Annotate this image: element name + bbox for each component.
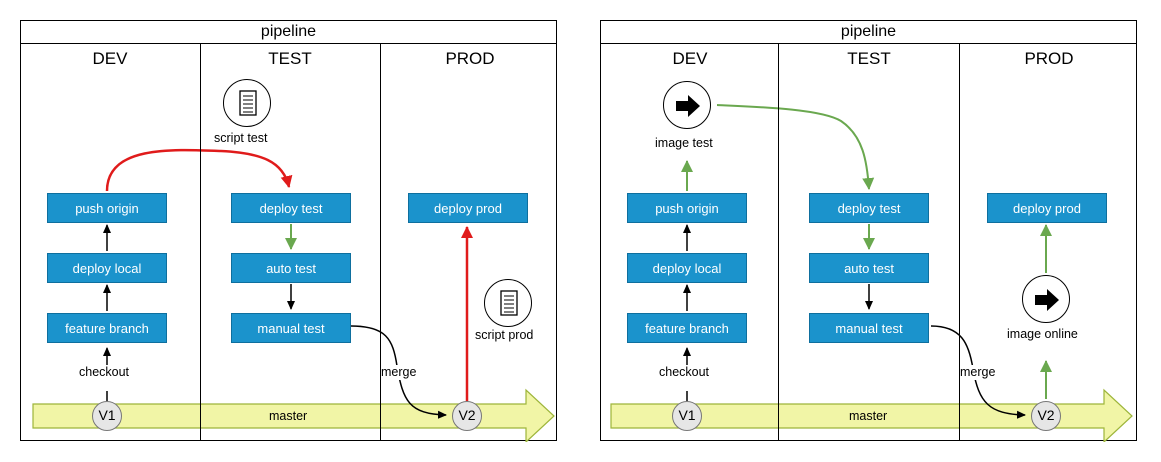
deploy-test-box: deploy test (231, 193, 351, 223)
pipeline-diagram-left: pipeline DEV TEST PROD script test scrip… (20, 20, 557, 442)
merge-label: merge (960, 365, 996, 380)
version-v1: V1 (92, 401, 122, 431)
lane-label-test: TEST (268, 49, 312, 68)
auto-test-box: auto test (231, 253, 351, 283)
image-test-label: image test (655, 136, 713, 150)
pipeline-diagram-right: pipeline DEV TEST PROD image test image … (600, 20, 1137, 442)
deploy-test-box: deploy test (809, 193, 929, 223)
arrow-right-icon (663, 81, 711, 129)
script-prod-label: script prod (475, 328, 534, 342)
lane-divider (380, 43, 381, 440)
script-document-icon (484, 279, 532, 327)
version-v2: V2 (452, 401, 482, 431)
lane-divider (959, 43, 960, 440)
master-label: master (849, 409, 888, 423)
lane-label-dev: DEV (92, 49, 128, 68)
script-document-icon (223, 79, 271, 127)
lane-label-test: TEST (847, 49, 891, 68)
lane-label-prod: PROD (1024, 49, 1074, 68)
deploy-local-box: deploy local (47, 253, 167, 283)
deploy-prod-box: deploy prod (987, 193, 1107, 223)
manual-test-box: manual test (809, 313, 929, 343)
push-origin-box: push origin (47, 193, 167, 223)
checkout-label: checkout (659, 365, 710, 380)
push-origin-box: push origin (627, 193, 747, 223)
script-test-label: script test (214, 131, 268, 145)
auto-test-box: auto test (809, 253, 929, 283)
merge-label: merge (381, 365, 417, 380)
image-online-label: image online (1007, 327, 1078, 341)
version-v1: V1 (672, 401, 702, 431)
lane-divider (200, 43, 201, 440)
panel-title: pipeline (21, 21, 556, 44)
feature-branch-box: feature branch (47, 313, 167, 343)
checkout-label: checkout (79, 365, 130, 380)
arrow-right-icon (1022, 275, 1070, 323)
deploy-local-box: deploy local (627, 253, 747, 283)
feature-branch-box: feature branch (627, 313, 747, 343)
master-label: master (269, 409, 308, 423)
panel-title: pipeline (601, 21, 1136, 44)
deploy-prod-box: deploy prod (408, 193, 528, 223)
lane-label-prod: PROD (445, 49, 495, 68)
version-v2: V2 (1031, 401, 1061, 431)
manual-test-box: manual test (231, 313, 351, 343)
lane-label-dev: DEV (672, 49, 708, 68)
lane-divider (778, 43, 779, 440)
